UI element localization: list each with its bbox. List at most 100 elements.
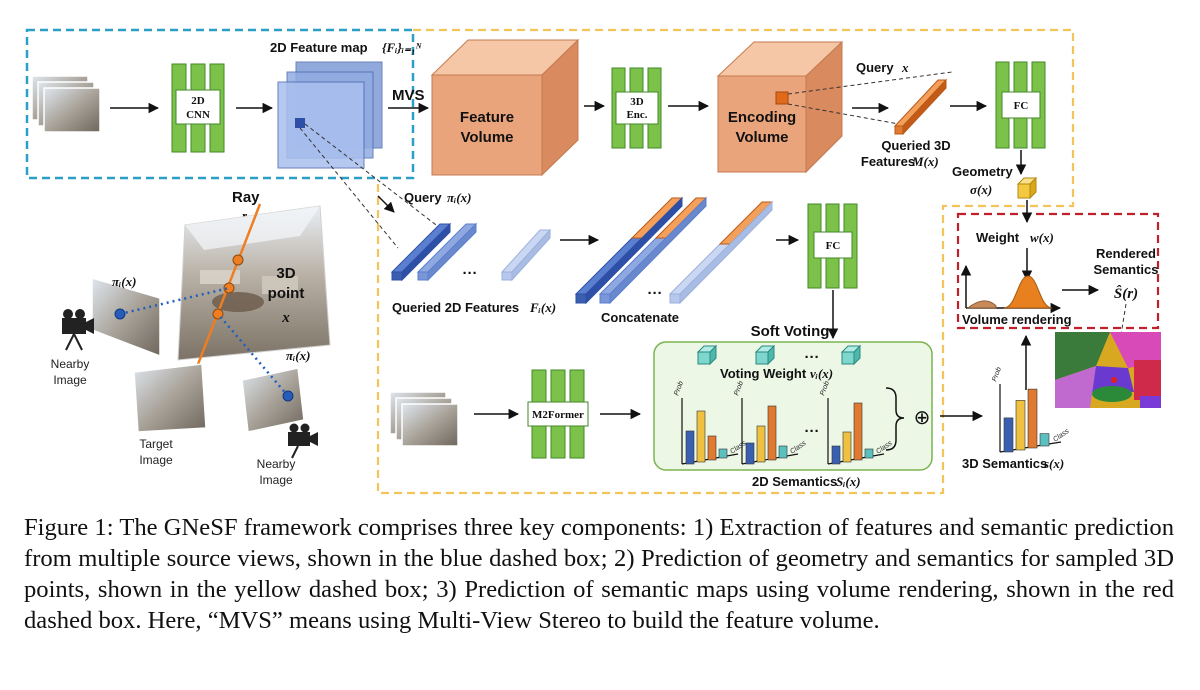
voting-cube-icons [696, 344, 862, 366]
feature-volume-cube: Feature Volume [430, 38, 580, 177]
nearby-left-label-2: Image [53, 373, 87, 387]
density-curve-icon [960, 264, 1062, 314]
fc-mid-label: FC [826, 240, 841, 252]
weight-math: w(x) [1030, 230, 1054, 245]
soft-voting-label: Soft Voting [751, 323, 830, 340]
queried-3d-label-1: Queried 3D [881, 138, 950, 153]
cnn-label-1: 2D [191, 95, 205, 107]
pi-right-label: πᵢ(x) [286, 348, 310, 363]
target-image [133, 363, 207, 433]
hist-2-bar [756, 425, 766, 463]
bottom-image-stack-icon [389, 391, 459, 447]
pi-left-label: πᵢ(x) [112, 274, 136, 289]
hist-3d-prob-label: Prob [991, 366, 1003, 382]
sigma-label: σ(x) [970, 182, 992, 197]
target-label-2: Image [139, 453, 173, 467]
target-label-1: Target [139, 437, 173, 451]
hist-3-bar [864, 448, 874, 459]
semantics-3d-label: 3D Semantics [962, 456, 1047, 471]
rendered-label-1: Rendered [1096, 246, 1156, 261]
nearby-right-label-1: Nearby [257, 457, 296, 471]
dots-concat: ··· [648, 285, 663, 302]
nearby-right-label-2: Image [259, 473, 293, 487]
camera-icon-left [62, 309, 94, 351]
voting-weight-label: Voting Weight [720, 366, 807, 381]
cnn-block: 2D CNN [171, 63, 225, 153]
oplus-icon: ⊕ [914, 407, 931, 429]
concatenate-label: Concatenate [601, 310, 679, 325]
hist-3-bar [831, 445, 841, 465]
ray-r-label: r [242, 208, 248, 223]
encoder-block: 3D Enc. [611, 67, 662, 149]
semantic-map-icon [1055, 332, 1161, 408]
soft-voting-panel [653, 341, 933, 471]
hist-3-bar [853, 402, 863, 461]
hist-3-prob-label: Prob [819, 380, 831, 396]
queried-2d-math: Fᵢ(x) [529, 300, 556, 315]
hist-3d-bar [1027, 388, 1038, 449]
ray-label: Ray [232, 189, 260, 206]
weight-label: Weight [976, 230, 1020, 245]
hist-1-bar [707, 435, 717, 461]
enc-label-1: 3D [630, 96, 644, 108]
fc-top-label: FC [1014, 100, 1029, 112]
feature-map-math: {Fᵢ}ᵢ₌₁ᴺ [382, 40, 423, 55]
geometry-cube-icon [1016, 176, 1038, 200]
hist-1-prob-label: Prob [673, 380, 685, 396]
hist-3d-bar [1015, 400, 1026, 451]
point-x-label: x [281, 310, 290, 326]
hist-3d-bar [1039, 433, 1050, 447]
hist-3d-class-label: Class [1052, 428, 1071, 444]
cnn-label-2: CNN [186, 109, 210, 121]
input-image-stack-icon [31, 75, 101, 133]
query-x-label: Query [856, 60, 894, 75]
query-pi-math: πᵢ(x) [447, 190, 471, 205]
dots-2d: ··· [463, 265, 478, 282]
queried-3d-feature-bar [893, 78, 948, 136]
hist-1-bar [696, 410, 706, 463]
point-label-1: 3D [276, 265, 295, 282]
point-label-2: point [268, 285, 305, 302]
dots-voting: ··· [805, 349, 820, 366]
hist-2-prob-label: Prob [733, 380, 745, 396]
blue-dashed-box [25, 28, 415, 180]
queried-3d-math: M(x) [911, 154, 939, 169]
nearby-image-left [91, 276, 161, 358]
encoding-volume-label-2: Volume [735, 129, 788, 146]
query-pi-label: Query [404, 190, 442, 205]
camera-icon-right [288, 423, 318, 459]
dots-hist: ··· [805, 423, 820, 440]
encoding-volume-cube: Encoding Volume [716, 40, 844, 174]
encoding-volume-label-1: Encoding [728, 109, 796, 126]
hist-2-bar [767, 405, 777, 461]
m2former-block: M2Former [527, 369, 589, 459]
nearby-left-label-1: Nearby [51, 357, 90, 371]
hist-2-bar [778, 445, 788, 459]
mvs-label: MVS [392, 87, 425, 104]
figure-caption: Figure 1: The GNeSF framework comprises … [24, 514, 1174, 634]
hist-3d-bar [1003, 417, 1014, 453]
hist-1-bar [685, 430, 695, 465]
rendered-label-2: Semantics [1093, 262, 1158, 277]
hist-2-bar [745, 442, 755, 465]
feature-volume-label-1: Feature [460, 109, 514, 126]
rendered-math: Ŝ(r) [1114, 285, 1138, 302]
bracket-icon [885, 387, 905, 451]
semantics-2d-label: 2D Semantics [752, 474, 837, 489]
enc-label-2: Enc. [626, 109, 647, 121]
nearby-image-right [241, 367, 305, 433]
hist-1-bar [718, 448, 728, 459]
framework-diagram: 2D CNN 2D Feature map {Fᵢ}ᵢ₌₁ᴺ MVS Featu… [25, 28, 1161, 495]
concatenated-bars [574, 196, 774, 305]
query-x-math: x [901, 60, 909, 75]
queried-3d-label-2: Features [861, 154, 915, 169]
semantics-3d-math: s(x) [1043, 456, 1064, 471]
geometry-label: Geometry [952, 164, 1013, 179]
feature-map-label: 2D Feature map [270, 40, 368, 55]
fc-mid-block: FC [807, 203, 858, 289]
queried-2d-label: Queried 2D Features [392, 300, 519, 315]
room-scene [177, 205, 331, 361]
semantics-2d-math: Sᵢ(x) [836, 474, 861, 489]
m2former-label: M2Former [532, 409, 584, 421]
